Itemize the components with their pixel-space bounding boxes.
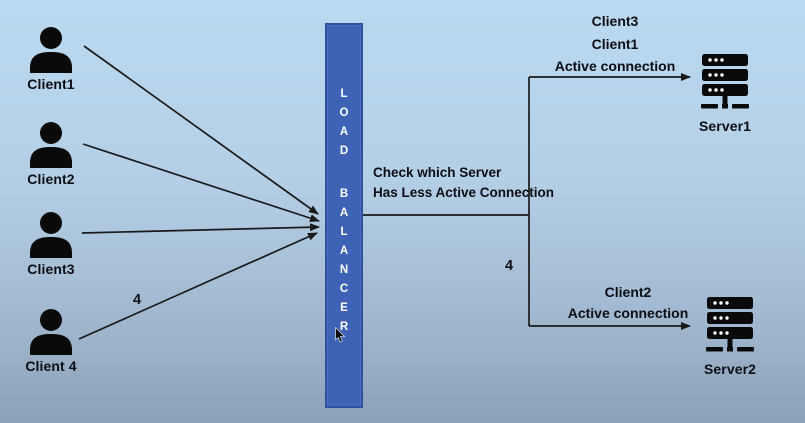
connection-count-branch: 4 [505, 258, 514, 274]
server-icon [701, 54, 749, 109]
server1-connection-labels: Client3 Client1 Active connection [535, 10, 695, 78]
client1-label: Client1 [27, 76, 75, 92]
server2-label: Server2 [703, 361, 757, 377]
arrow-client1-to-lb [83, 45, 319, 215]
client2-label: Client2 [27, 171, 75, 187]
decision-note: Check which Server Has Less Active Conne… [373, 163, 583, 203]
server1-label: Server1 [698, 118, 752, 134]
load-balancer-word-balancer: B A L A N C E R [339, 188, 349, 333]
arrow-client2-to-lb [82, 143, 320, 223]
person-icon [30, 122, 72, 168]
arrow-client4-to-lb [78, 232, 318, 340]
client4-node: Client 4 [13, 309, 89, 374]
server-icon [706, 297, 754, 352]
mouse-cursor-icon [335, 327, 346, 343]
load-balancer-node: L O A D B A L A N C E R [325, 23, 363, 408]
person-icon [30, 212, 72, 258]
connection-count-client4: 4 [133, 292, 142, 308]
server1-connection-note: Active connection [554, 58, 676, 74]
decision-note-line1: Check which Server [373, 165, 502, 180]
server1-node: Server1 [695, 54, 755, 134]
client4-label: Client 4 [25, 358, 77, 374]
client1-node: Client1 [13, 27, 89, 92]
server1-client-a: Client3 [591, 13, 639, 29]
client3-node: Client3 [13, 212, 89, 277]
server2-connection-labels: Client2 Active connection [548, 282, 708, 324]
client3-label: Client3 [27, 261, 75, 277]
client2-node: Client2 [13, 122, 89, 187]
server2-node: Server2 [700, 297, 760, 377]
person-icon [30, 309, 72, 355]
arrow-client3-to-lb [81, 223, 320, 234]
load-balancer-word-load: L O A D [339, 88, 349, 157]
server1-client-b: Client1 [591, 35, 639, 52]
person-icon [30, 27, 72, 73]
server2-connection-note: Active connection [567, 305, 689, 321]
server2-client-a: Client2 [604, 284, 652, 300]
decision-note-line2: Has Less Active Connection [373, 185, 555, 200]
